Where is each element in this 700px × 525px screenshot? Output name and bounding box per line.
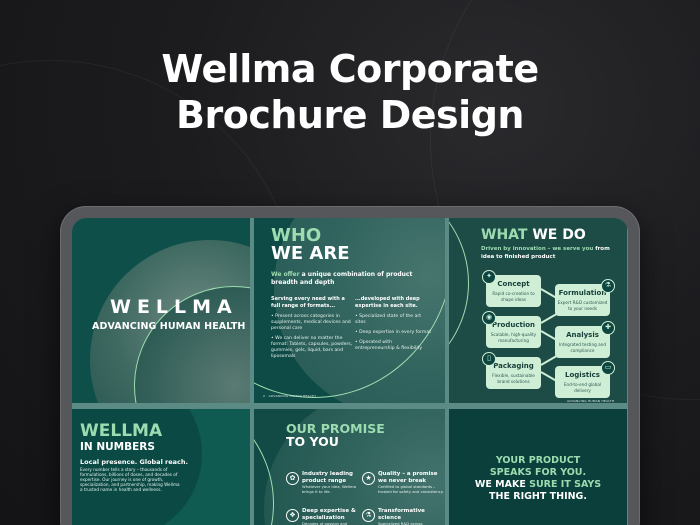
numbers-subheading: Local presence. Global reach. xyxy=(80,458,189,466)
step-packaging: Packaging Flexible, sustainable brand so… xyxy=(486,357,541,389)
flask-icon: ⚗ xyxy=(601,279,615,293)
lightbulb-icon: ✦ xyxy=(482,270,496,284)
cover-tagline: ADVANCING HUMAN HEALTH xyxy=(92,321,246,332)
closing-panel: YOUR PRODUCT SPEAKS FOR YOU. WE MAKE SUR… xyxy=(449,409,627,525)
who-title-line1: WHO xyxy=(271,225,322,246)
who-intro: We offer a unique combination of product… xyxy=(271,271,413,286)
title-line-2: Brochure Design xyxy=(176,93,524,137)
what-title: WHAT WE DO xyxy=(481,227,586,243)
our-promise-panel: OUR PROMISE TO YOU ✿ Industry leading pr… xyxy=(254,409,445,525)
who-title-line2: WE ARE xyxy=(271,243,350,264)
cover-panel: WELLMA ADVANCING HUMAN HEALTH xyxy=(72,218,250,403)
title-line-1: Wellma Corporate xyxy=(161,47,539,91)
who-we-are-panel: WHO WE ARE We offer a unique combination… xyxy=(254,218,445,403)
promise-item: Transformative science Specialized R&D a… xyxy=(378,508,425,525)
promise-item: Industry leading product range Whatever … xyxy=(302,471,356,494)
who-col-2: ...developed with deep expertise in each… xyxy=(355,296,432,351)
bottle-icon: ▯ xyxy=(482,352,496,366)
page-footer: 2 · ADVANCING HUMAN HEALTH xyxy=(263,394,316,398)
promise-item: Quality – a promise we never break Certi… xyxy=(378,471,444,494)
step-formulation: Formulation Expert R&D customized to you… xyxy=(555,284,610,316)
step-logistics: Logistics End-to-end global delivery xyxy=(555,366,610,398)
microscope-icon: ✚ xyxy=(601,321,615,335)
capsule-icon: ◉ xyxy=(482,311,496,325)
decorative-circle xyxy=(72,409,202,525)
numbers-title-line1: WELLMA xyxy=(80,421,163,441)
closing-statement: YOUR PRODUCT SPEAKS FOR YOU. WE MAKE SUR… xyxy=(474,455,602,502)
page-footer: ADVANCING HUMAN HEALTH xyxy=(567,399,615,403)
decorative-arc xyxy=(449,218,469,388)
in-numbers-panel: WELLMA IN NUMBERS Local presence. Global… xyxy=(72,409,250,525)
step-analysis: Analysis Integrated testing and complian… xyxy=(555,326,610,358)
lab-icon: ⚗ xyxy=(362,509,375,522)
promise-title-line2: TO YOU xyxy=(286,433,339,449)
wellma-logo: WELLMA xyxy=(110,296,238,318)
who-col-1: Serving every need with a full range of … xyxy=(271,296,353,359)
brochure-grid: WELLMA ADVANCING HUMAN HEALTH WHO WE ARE… xyxy=(72,218,628,525)
what-we-do-panel: WHAT WE DO Driven by innovation – we ser… xyxy=(449,218,627,403)
medal-icon: ★ xyxy=(362,472,375,485)
truck-icon: ▭ xyxy=(601,361,615,375)
page-title: Wellma Corporate Brochure Design xyxy=(0,46,700,138)
what-subtitle: Driven by innovation – we serve you from… xyxy=(481,246,610,260)
promise-photo-circle xyxy=(264,409,445,525)
promise-title-line1: OUR PROMISE xyxy=(286,421,385,436)
device-frame: WELLMA ADVANCING HUMAN HEALTH WHO WE ARE… xyxy=(60,206,640,525)
award-icon: ❖ xyxy=(286,509,299,522)
pills-icon: ✿ xyxy=(286,472,299,485)
promise-item: Deep expertise & specialization Decades … xyxy=(302,508,356,525)
numbers-body: Every number tells a story – thousands o… xyxy=(80,467,180,492)
numbers-title-line2: IN NUMBERS xyxy=(80,441,155,453)
